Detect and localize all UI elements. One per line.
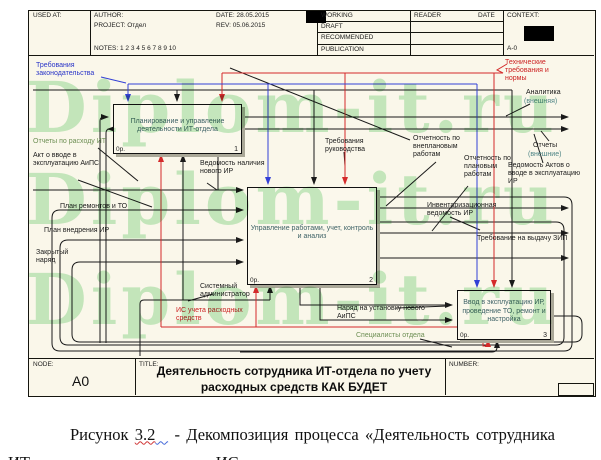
- header-divider-4: [503, 10, 504, 55]
- label-analitika: Аналитика: [526, 89, 561, 96]
- caption-prefix: Рисунок: [70, 424, 135, 444]
- label-spetsialisty-otdela: Специалисты отдела: [356, 332, 425, 339]
- activity-box-2-title: Управление работами, учет, контроль и ан…: [250, 224, 374, 240]
- label-trebovanie-zip: Требование на выдачу ЗИП: [477, 235, 568, 242]
- label-vedomost-aktov: Ведомость Актов о вводе в эксплуатацию И…: [508, 162, 581, 185]
- label-plan-remontov: План ремонтов и ТО: [60, 203, 128, 210]
- figure-caption: Рисунок 3.2 - Декомпозиция процесса «Дея…: [8, 421, 555, 460]
- reader-label: READER: [414, 12, 442, 19]
- label-sistemny-administrator: Системный администратор: [200, 283, 250, 298]
- redaction-box-header: [306, 11, 326, 23]
- footer-top-line: [28, 358, 594, 359]
- status-draft: DRAFT: [321, 23, 343, 30]
- label-otchety-vneshnie: (внешние): [528, 151, 562, 158]
- label-trebovaniya-rukovodstva: Требования руководства: [325, 138, 366, 153]
- label-zakryty-naryad: Закрытый наряд: [36, 249, 69, 264]
- label-plan-vnedreniya: План внедрения ИР: [44, 227, 110, 234]
- reader-date-label: DATE: [478, 12, 495, 19]
- activity-box-1-cost: 0р.: [116, 146, 126, 153]
- label-inventarizatsionnaya-vedomost: Инвентаризационная ведомость ИР: [427, 202, 497, 217]
- title-label: TITLE:: [139, 361, 159, 368]
- activity-box-3-title: Ввод в эксплуатацию ИР, проведение ТО, р…: [462, 299, 546, 324]
- caption-text: Декомпозиция процесса «Деятельность сотр…: [8, 424, 555, 460]
- caption-dash: -: [168, 424, 187, 444]
- redaction-box-context: [524, 26, 554, 41]
- activity-box-3: Ввод в эксплуатацию ИР, проведение ТО, р…: [457, 290, 551, 340]
- context-label: CONTEXT:: [507, 12, 540, 19]
- header-divider-1: [90, 10, 91, 55]
- header-bottom-line: [28, 55, 594, 56]
- number-box: [558, 383, 594, 396]
- node-value: A0: [72, 373, 90, 389]
- project-label: PROJECT: Отдел: [94, 22, 147, 29]
- label-otchetnost-vneplanovym: Отчетность по внеплановым работам: [413, 135, 460, 158]
- status-publication: PUBLICATION: [321, 46, 364, 53]
- used-at-label: USED AT:: [33, 12, 62, 19]
- label-is-ucheta: ИС учета расходных средств: [176, 307, 243, 322]
- activity-box-2-number: 2: [369, 277, 373, 284]
- header-row-line-3: [317, 44, 503, 45]
- diagram-title: Деятельность сотрудника ИТ-отдела по уче…: [156, 364, 432, 395]
- header-row-line-2: [317, 32, 503, 33]
- node-label: NODE:: [33, 361, 54, 368]
- label-akt-vvode: Акт о вводе в эксплуатацию АиПС: [33, 152, 100, 167]
- date-label: DATE: 28.05.2015: [216, 12, 269, 19]
- label-analitika-vneshnyaya: (внешняя): [524, 98, 558, 105]
- activity-box-3-number: 3: [543, 332, 547, 339]
- activity-box-2: Управление работами, учет, контроль и ан…: [247, 187, 377, 285]
- footer-divider-1: [135, 358, 136, 395]
- author-label: AUTHOR:: [94, 12, 124, 19]
- status-working: WORKING: [321, 12, 353, 19]
- header-row-line-1: [317, 21, 503, 22]
- number-label: NUMBER:: [449, 361, 479, 368]
- caption-number: 3.2: [134, 424, 156, 444]
- rev-label: REV: 05.06.2015: [216, 22, 266, 29]
- activity-box-1-number: 1: [234, 146, 238, 153]
- label-otchetnost-planovym: Отчетность по плановым работам: [464, 155, 511, 178]
- activity-box-1-title: Планирование и управление деятельности И…: [130, 117, 225, 133]
- context-node: A-0: [507, 45, 518, 52]
- label-trebovaniya-zakonodatelstva: Требования законодательства: [36, 62, 95, 77]
- label-otchety: Отчеты: [533, 142, 558, 149]
- notes-label: NOTES: 1 2 3 4 5 6 7 8 9 10: [94, 45, 177, 52]
- label-naryad-ustanovku: Наряд на установку нового АиПС: [337, 305, 425, 320]
- caption-gap: [155, 425, 168, 444]
- activity-box-1: Планирование и управление деятельности И…: [113, 104, 242, 154]
- label-vedomost-nalichiya: Ведомость наличия нового ИР: [200, 160, 265, 175]
- footer-divider-2: [445, 358, 446, 395]
- label-tekhnicheskie-trebovaniya: Технические требования и нормы: [505, 59, 549, 82]
- label-otchety-raskhod: Отчеты по расходу ИТ: [33, 138, 107, 145]
- status-recommended: RECOMMENDED: [321, 34, 374, 41]
